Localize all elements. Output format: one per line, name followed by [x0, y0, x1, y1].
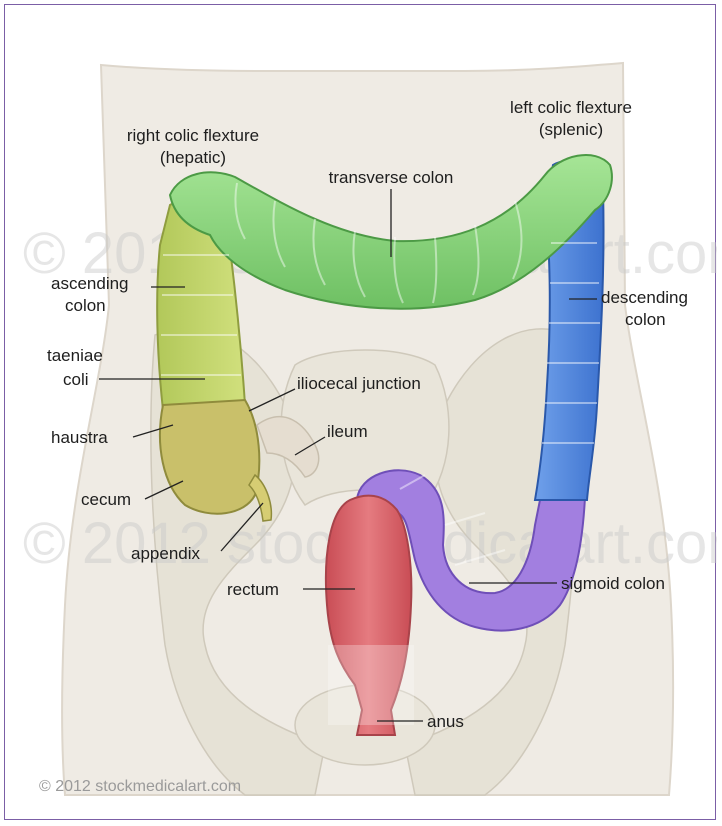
label-hepatic: (hepatic)	[160, 148, 226, 167]
label-iliocecal-junction: iliocecal junction	[297, 374, 421, 393]
rectum-overlap	[328, 645, 414, 725]
label-appendix: appendix	[131, 544, 201, 563]
label-coli: coli	[63, 370, 89, 389]
label-rectum: rectum	[227, 580, 279, 599]
label-splenic: (splenic)	[539, 120, 603, 139]
label-haustra: haustra	[51, 428, 108, 447]
label-left-colic-flexure: left colic flexture	[510, 98, 632, 117]
label-anus: anus	[427, 712, 464, 731]
label-transverse-colon: transverse colon	[329, 168, 454, 187]
label-taeniae: taeniae	[47, 346, 103, 365]
label-cecum: cecum	[81, 490, 131, 509]
label-descending: descending	[601, 288, 688, 307]
label-sigmoid-colon: sigmoid colon	[561, 574, 665, 593]
label-ascending: ascending	[51, 274, 129, 293]
label-ascending-colon: colon	[65, 296, 106, 315]
colon-diagram: © 2012 stockmedicalart.com © 2012 stockm…	[5, 5, 717, 821]
label-descending-colon: colon	[625, 310, 666, 329]
copyright-notice: © 2012 stockmedicalart.com	[39, 778, 241, 795]
label-ileum: ileum	[327, 422, 368, 441]
figure-frame: © 2012 stockmedicalart.com © 2012 stockm…	[4, 4, 716, 820]
label-right-colic-flexure: right colic flexture	[127, 126, 259, 145]
